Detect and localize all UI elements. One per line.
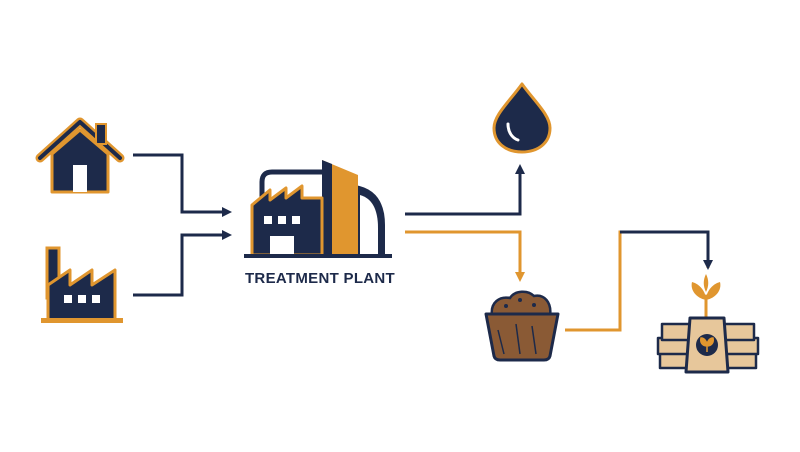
- house-icon: [35, 117, 125, 194]
- treatment-plant-label: TREATMENT PLANT: [244, 270, 396, 287]
- flow-factory-to-plant: [133, 230, 232, 297]
- sludge-basket-icon: [484, 290, 560, 362]
- flow-house-to-plant: [133, 153, 232, 217]
- flow-sludge-to-fertilizer: [565, 230, 710, 332]
- water-drop-icon: [492, 82, 552, 154]
- fertilizer-bags-icon: [656, 274, 760, 374]
- treatment-plant-icon: [244, 160, 392, 258]
- flow-plant-to-water: [405, 164, 525, 216]
- flow-plant-to-sludge: [405, 230, 525, 282]
- factory-icon: [41, 246, 123, 323]
